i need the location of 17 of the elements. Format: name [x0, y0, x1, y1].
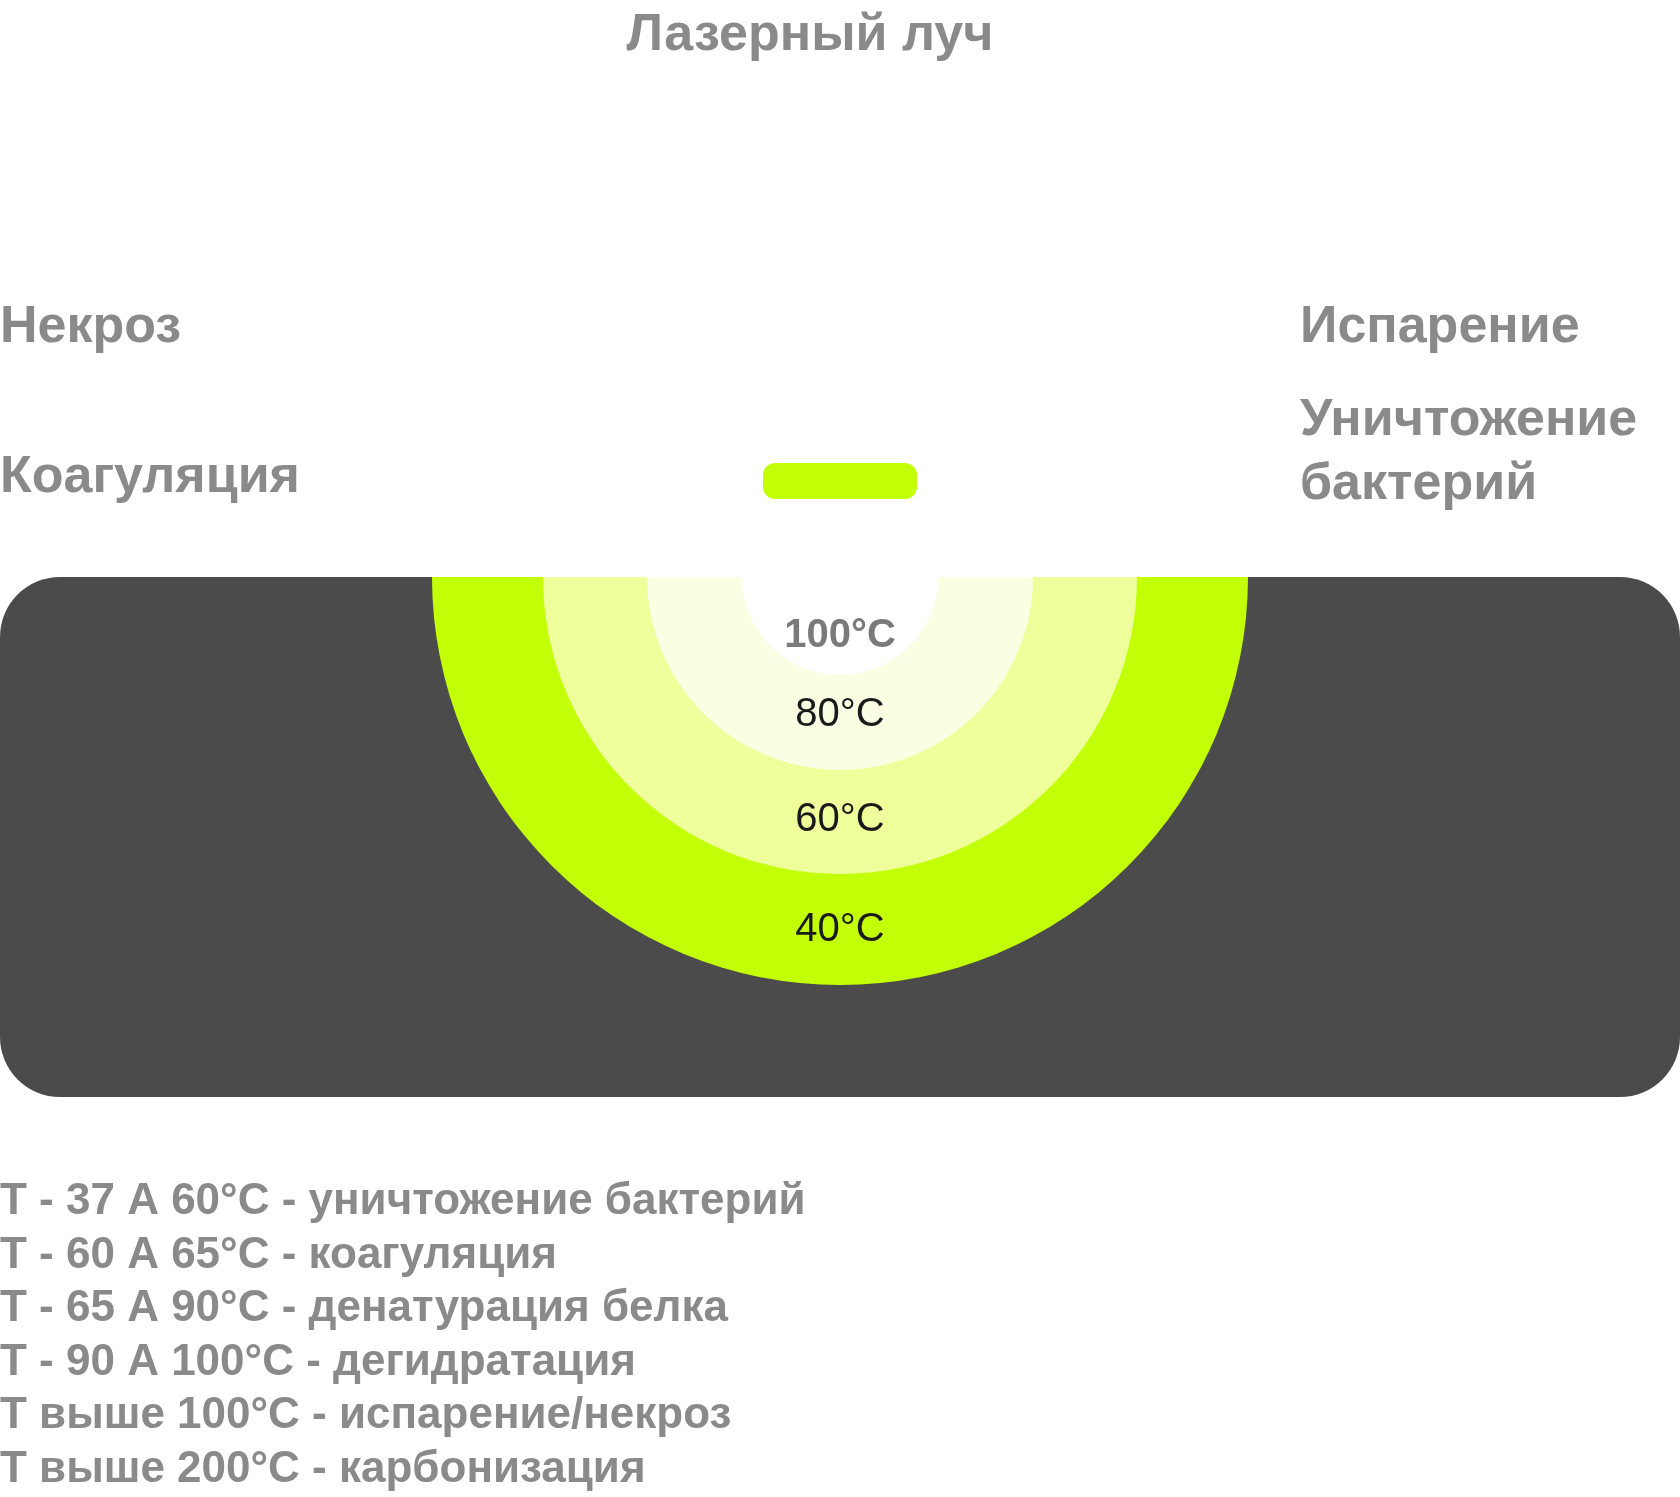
annotation-text: Лазерный луч — [625, 2, 995, 63]
temperature-label: 100°C — [784, 613, 896, 653]
annotation-text: Испарение — [1300, 294, 1581, 355]
temperature-label: 60°C — [795, 797, 885, 837]
annotation-text: Уничтожение бактерий — [1300, 387, 1639, 512]
temperature-label: 80°C — [795, 692, 885, 732]
laser-beam-bar — [763, 463, 917, 499]
temperature-effect-note: Т - 90 А 100°С - дегидратация — [0, 1333, 637, 1386]
temperature-effect-note: Т выше 100°С - испарение/некроз — [0, 1387, 733, 1439]
temperature-label: 40°C — [795, 907, 885, 947]
annotation-text: Коагуляция — [0, 444, 301, 505]
temperature-effect-note: Т - 65 А 90°С - денатурация белка — [0, 1280, 730, 1332]
tissue-band — [0, 577, 1680, 1097]
temperature-effect-note: Т выше 200°С - карбонизация — [0, 1440, 647, 1493]
temperature-effect-note: Т - 37 А 60°С - уничтожение бактерий — [0, 1173, 806, 1225]
temperature-effect-note: Т - 60 А 65°С - коагуляция — [0, 1226, 558, 1279]
annotation-text: Некроз — [0, 294, 183, 355]
